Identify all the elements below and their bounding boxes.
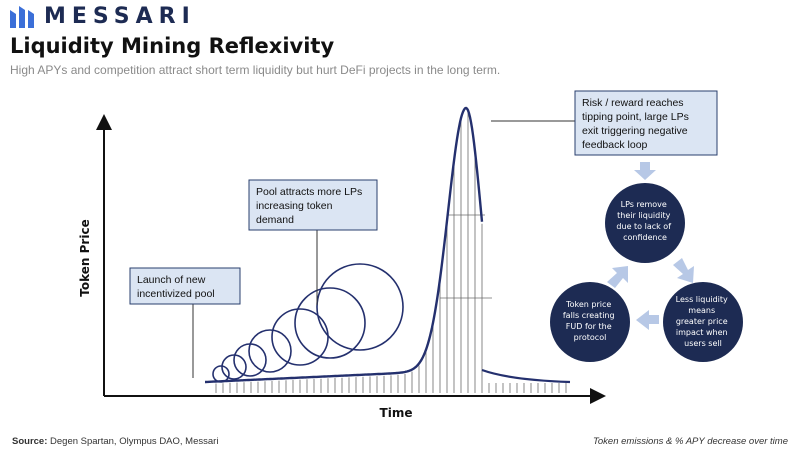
cycle-node-less: Less liquidity means greater price impac… bbox=[663, 282, 743, 362]
arrow-up-right-icon bbox=[607, 266, 628, 288]
down-arrow-icon bbox=[634, 162, 656, 180]
y-axis-label: Token Price bbox=[78, 219, 92, 296]
source-text: Degen Spartan, Olympus DAO, Messari bbox=[47, 436, 219, 447]
liquidity-loops bbox=[212, 263, 404, 383]
cycle-remove-line-3: due to lack of bbox=[616, 222, 671, 231]
cycle-fud-line-2: falls creating bbox=[563, 311, 615, 320]
callout-leader-lines bbox=[192, 120, 575, 378]
cycle-fud-line-3: FUD for the bbox=[566, 322, 612, 331]
cycle-remove-line-2: their liquidity bbox=[617, 211, 670, 220]
svg-text:LPs remove their liquidi: LPs remove their liquidity due to lack o… bbox=[616, 200, 673, 242]
svg-text:Token price falls creati: Token price falls creating FUD for the p… bbox=[563, 300, 617, 342]
callout-launch-line-1: Launch of new bbox=[137, 274, 206, 286]
curve-tail bbox=[481, 368, 571, 384]
cycle-node-fud: Token price falls creating FUD for the p… bbox=[550, 282, 630, 362]
emission-hatch-lines bbox=[215, 112, 567, 393]
arrow-left-icon bbox=[636, 310, 659, 330]
cycle-fud-line-4: protocol bbox=[574, 333, 607, 342]
peak-grid-lines bbox=[440, 214, 492, 299]
callout-launch-line-2: incentivized pool bbox=[137, 288, 215, 300]
page-title: Liquidity Mining Reflexivity bbox=[10, 34, 335, 58]
callout-risk-line-2: tipping point, large LPs bbox=[582, 111, 689, 123]
svg-text:Pool attracts more LPs i: Pool attracts more LPs increasing token … bbox=[256, 186, 365, 226]
callout-attract: Pool attracts more LPs increasing token … bbox=[248, 179, 378, 231]
messari-logo-icon bbox=[10, 5, 34, 28]
token-price-curve bbox=[205, 106, 484, 384]
callout-attract-line-3: demand bbox=[256, 214, 294, 226]
brand-name: MESSARI bbox=[44, 4, 196, 29]
cycle-node-remove: LPs remove their liquidity due to lack o… bbox=[605, 183, 685, 263]
brand-header: MESSARI bbox=[10, 4, 196, 29]
source-label: Source: bbox=[12, 436, 48, 447]
cycle-less-line-2: means bbox=[688, 306, 715, 315]
cycle-less-line-4: impact when bbox=[676, 328, 728, 337]
callout-attract-line-2: increasing token bbox=[256, 200, 333, 212]
svg-text:Risk / reward reaches ti: Risk / reward reaches tipping point, lar… bbox=[582, 97, 692, 151]
svg-text:Less liquidity means: Less liquidity means greater price impac… bbox=[676, 295, 731, 348]
cycle-less-line-3: greater price bbox=[676, 317, 728, 326]
cycle-less-line-1: Less liquidity bbox=[676, 295, 728, 304]
cycle-remove-line-1: LPs remove bbox=[621, 200, 667, 209]
svg-text:Launch of new incentiviz: Launch of new incentivized pool bbox=[137, 274, 215, 300]
footnote: Token emissions & % APY decrease over ti… bbox=[592, 436, 788, 447]
cycle-remove-line-4: confidence bbox=[623, 233, 667, 242]
source-note: Source: Degen Spartan, Olympus DAO, Mess… bbox=[12, 436, 218, 447]
reflexivity-diagram: Token Price Time Launch of new incentivi… bbox=[78, 90, 743, 420]
callout-risk: Risk / reward reaches tipping point, lar… bbox=[574, 90, 718, 156]
callout-attract-line-1: Pool attracts more LPs bbox=[256, 186, 362, 198]
callout-risk-line-1: Risk / reward reaches bbox=[582, 97, 684, 109]
cycle-less-line-5: users sell bbox=[684, 339, 722, 348]
arrow-down-right-icon bbox=[673, 258, 694, 283]
cycle-fud-line-1: Token price bbox=[565, 300, 611, 309]
callout-risk-line-4: feedback loop bbox=[582, 139, 648, 151]
x-axis-label: Time bbox=[380, 406, 413, 420]
callout-risk-line-3: exit triggering negative bbox=[582, 125, 688, 137]
callout-launch: Launch of new incentivized pool bbox=[129, 267, 241, 305]
page-subtitle: High APYs and competition attract short … bbox=[10, 63, 501, 77]
cycle-arrows bbox=[607, 162, 694, 330]
